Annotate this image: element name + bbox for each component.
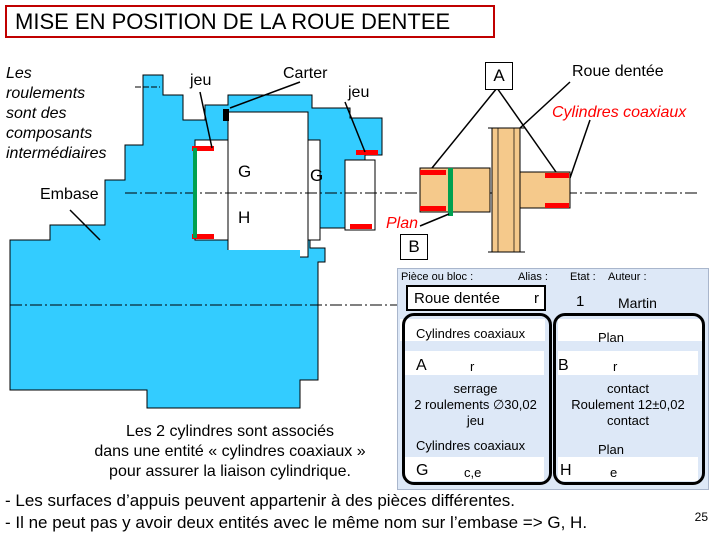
page-number: 25	[694, 510, 708, 524]
piece-alias: r	[534, 290, 539, 307]
red-mark-h2	[350, 224, 372, 229]
left-note-line: roulements	[6, 85, 86, 102]
gear-red-bottom-right	[545, 203, 569, 208]
leader-jeu1	[199, 91, 213, 149]
leader-embase	[69, 209, 101, 241]
entity-g-alias: c,e	[464, 465, 482, 480]
header-auteur: Auteur :	[608, 271, 647, 283]
label-carter: Carter	[283, 65, 328, 82]
entity-g-name: Cylindres coaxiaux	[416, 438, 526, 453]
entity-g-letter: G	[416, 462, 429, 479]
entity-h-letter: H	[560, 462, 572, 479]
bottom-cavity	[150, 250, 300, 310]
header-etat: Etat :	[570, 271, 596, 283]
red-mark-h1	[192, 234, 214, 239]
gear-hub-left	[419, 167, 491, 213]
leader-A	[431, 87, 498, 169]
gear-red-bottom-left	[420, 206, 446, 211]
bottom-note-line: - Les surfaces d’appuis peuvent apparten…	[5, 491, 515, 510]
left-note: Les roulements sont des composants inter…	[6, 64, 106, 164]
serrage-line: serrage	[453, 381, 498, 396]
bottom-notes: - Les surfaces d’appuis peuvent apparten…	[5, 490, 587, 534]
group-outline-cylinders	[402, 313, 552, 485]
association-line: pour assurer la liaison cylindrique.	[109, 463, 351, 480]
entity-a-alias: r	[470, 359, 475, 374]
contact-line: Roulement 12±0,02	[571, 397, 685, 412]
contact-block: contact Roulement 12±0,02 contact	[548, 381, 708, 429]
label-h-left: H	[238, 208, 251, 227]
left-note-line: intermédiaires	[6, 145, 107, 162]
red-mark-g2	[356, 150, 378, 155]
gear-body	[491, 127, 521, 253]
leader-A2	[496, 87, 557, 173]
label-plan: Plan	[386, 215, 419, 232]
piece-auteur: Martin	[618, 295, 657, 311]
group-outline-plans	[553, 313, 705, 485]
entity-b-letter: B	[558, 357, 569, 374]
entity-a-name: Cylindres coaxiaux	[416, 326, 526, 341]
datum-b-box: B	[400, 234, 428, 260]
green-mark-left	[193, 148, 197, 238]
left-note-line: sont des	[6, 105, 67, 122]
label-roue-dentee: Roue dentée	[572, 63, 664, 80]
gear-red-top-left	[420, 170, 446, 175]
contact-line: contact	[607, 413, 649, 428]
contact-line: contact	[607, 381, 649, 396]
bottom-note-line: - Il ne peut pas y avoir deux entités av…	[5, 513, 588, 532]
label-jeu-left: jeu	[190, 72, 212, 89]
serrage-line: jeu	[466, 413, 485, 428]
left-note-line: Les	[6, 65, 32, 82]
piece-name: Roue dentée	[414, 290, 500, 307]
label-g-left: G	[238, 162, 252, 181]
association-line: dans une entité « cylindres coaxiaux »	[94, 443, 366, 460]
label-cylindres-coaxiaux: Cylindres coaxiaux	[552, 104, 687, 121]
inner-bore	[227, 111, 309, 258]
entity-h-name: Plan	[598, 442, 625, 457]
entity-b-alias: r	[613, 359, 618, 374]
leader-carter	[229, 81, 301, 109]
leader-jeu2	[344, 101, 366, 153]
gear-red-top-right	[545, 173, 569, 178]
page-title: MISE EN POSITION DE LA ROUE DENTEE	[5, 5, 495, 38]
entity-h-alias: e	[610, 465, 618, 480]
association-line: Les 2 cylindres sont associés	[125, 423, 335, 440]
leader-cyl	[569, 119, 591, 179]
piece-etat: 1	[576, 293, 585, 310]
leader-roue	[519, 81, 571, 129]
piece-box: Roue dentée r	[406, 285, 546, 311]
label-g-right: G	[310, 166, 324, 185]
serrage-line: 2 roulements ∅30,02	[414, 397, 537, 412]
right-opening	[344, 159, 376, 231]
label-jeu-right: jeu	[348, 84, 370, 101]
small-block	[223, 109, 229, 121]
datum-a-box: A	[485, 62, 513, 90]
red-mark-g1	[192, 146, 214, 151]
gear-green-face	[448, 168, 453, 216]
header-piece: Pièce ou bloc :	[401, 271, 474, 283]
association-note: Les 2 cylindres sont associés dans une e…	[60, 422, 400, 482]
header-alias: Alias :	[518, 271, 548, 283]
serrage-block: serrage 2 roulements ∅30,02 jeu	[398, 381, 553, 429]
left-note-line: composants	[6, 125, 93, 142]
label-embase: Embase	[40, 186, 99, 203]
entity-b-name: Plan	[598, 330, 625, 345]
leader-plan	[419, 213, 450, 227]
entity-a-letter: A	[416, 357, 427, 374]
